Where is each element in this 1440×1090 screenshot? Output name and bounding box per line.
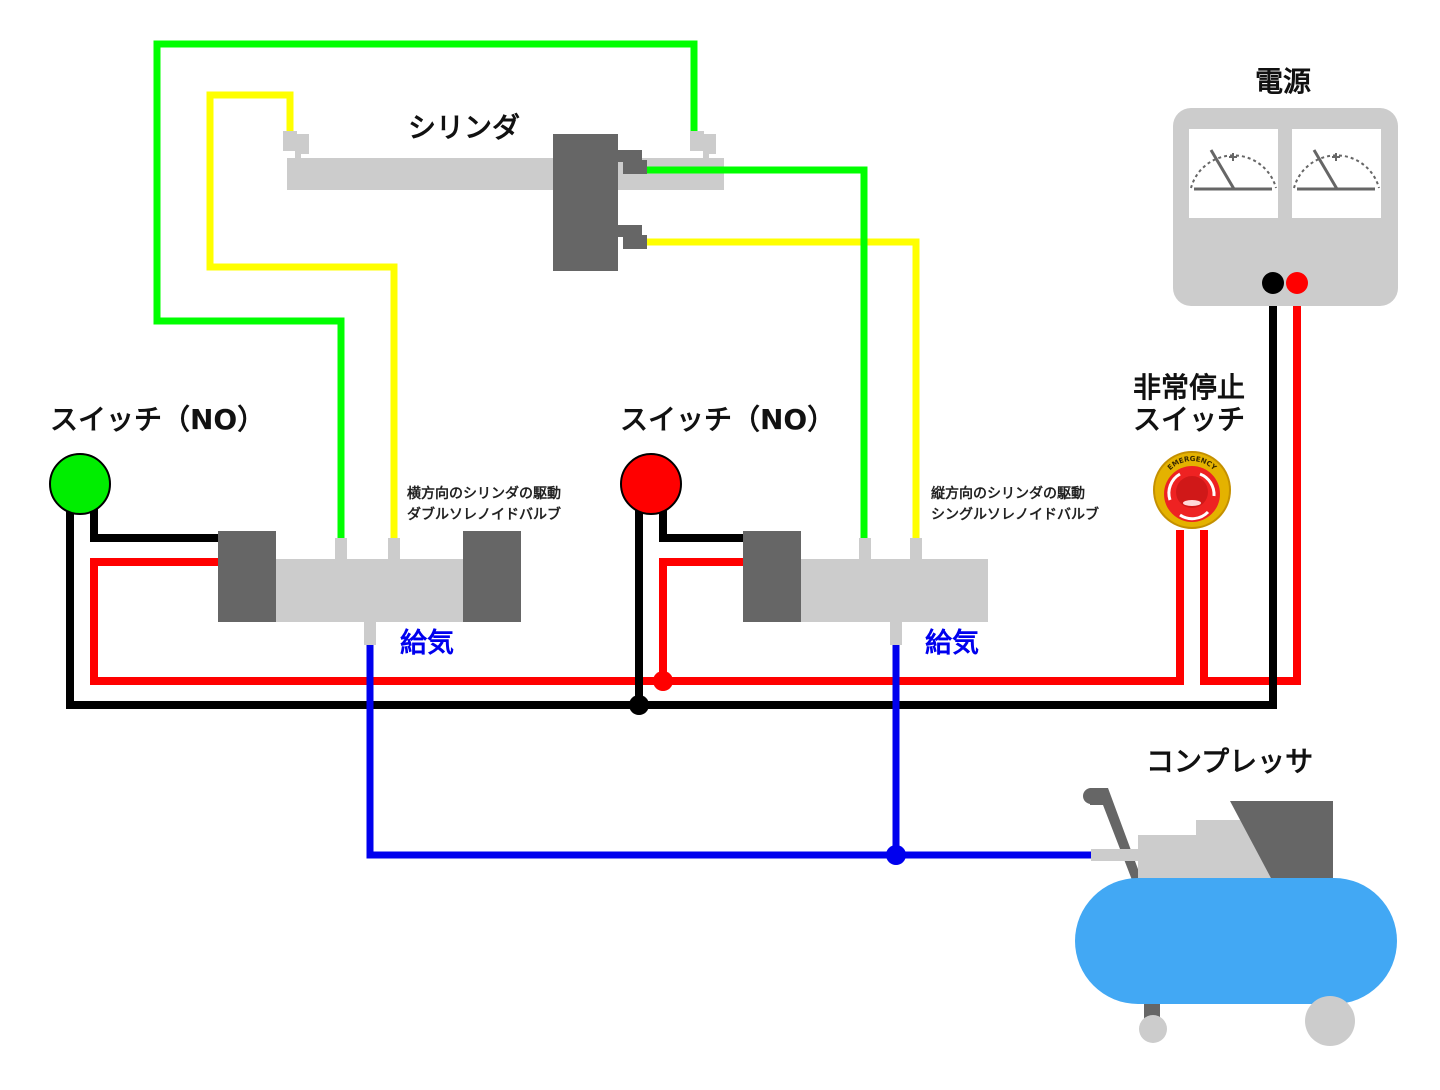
- compressor-large-wheel: [1305, 996, 1355, 1046]
- switch-left-button[interactable]: [49, 453, 111, 515]
- rotate-arrow-icon: [1167, 472, 1181, 501]
- valve-right-label: 縦方向のシリンダの駆動 シングルソレノイドバルブ: [931, 484, 1099, 526]
- solenoid-left-b[interactable]: [463, 531, 521, 622]
- compressor-motor-cover: [1230, 801, 1333, 880]
- valve-right-port-green: [859, 538, 871, 559]
- rotate-arrow-icon: [1199, 472, 1216, 497]
- switch-left-label: スイッチ（NO）: [50, 403, 266, 436]
- yellow-tube-left: [206, 91, 398, 538]
- cylinder-barrel: [287, 158, 555, 190]
- blue-junction: [886, 845, 906, 865]
- black-wire-main: [66, 285, 1277, 709]
- power-supply-label: 電源: [1255, 65, 1312, 98]
- meter-left: [1189, 129, 1278, 218]
- solenoid-right[interactable]: [743, 531, 801, 622]
- compressor-label: コンプレッサ: [1146, 745, 1314, 778]
- emergency-stop-button[interactable]: EMERGENCY: [1153, 451, 1231, 529]
- cylinder-head-block: [553, 134, 618, 271]
- yellow-tubes: [206, 91, 920, 538]
- valve-left-label-line2: ダブルソレノイドバルブ: [407, 507, 561, 523]
- valve-left-port-yellow: [388, 538, 400, 559]
- emergency-highlight: [1183, 500, 1201, 506]
- meter-right: [1292, 129, 1381, 218]
- valve-right: [743, 531, 988, 645]
- valve-left-port-air: [364, 622, 376, 645]
- wiring: [66, 285, 1301, 709]
- cylinder: [283, 131, 724, 271]
- green-tubes: [153, 40, 868, 538]
- valve-right-label-line2: シングルソレノイドバルブ: [931, 507, 1099, 523]
- compressor-outlet: [1091, 849, 1139, 861]
- emergency-cap-center: [1176, 476, 1208, 508]
- emergency-label-line2: スイッチ: [1133, 403, 1246, 437]
- compressor-handle-grip: [1083, 788, 1099, 804]
- cylinder-fitting-left: [283, 131, 309, 158]
- rotate-arrow-icon: [1179, 510, 1210, 521]
- emergency-label: 非常停止 スイッチ: [1133, 371, 1246, 437]
- valve-left: [218, 531, 521, 645]
- compressor-handle: [1090, 788, 1142, 880]
- red-wire-right-switch: [659, 558, 743, 681]
- emergency-label-line1: 非常停止: [1133, 371, 1246, 404]
- red-wire-power: [1200, 285, 1301, 685]
- green-tube-right: [647, 166, 868, 538]
- valve-right-body: [800, 559, 988, 622]
- cylinder-label: シリンダ: [408, 111, 521, 144]
- yellow-tube-right: [647, 238, 920, 538]
- air-supply-right-label: 給気: [925, 628, 979, 659]
- compressor-motor: [1138, 820, 1280, 880]
- green-tube-left: [153, 40, 698, 538]
- cylinder-fitting-right: [690, 131, 716, 158]
- compressor-tank: [1075, 878, 1397, 1004]
- solenoid-left-a[interactable]: [218, 531, 276, 622]
- red-wire-left-loop: [90, 530, 1184, 685]
- compressor: [1075, 788, 1397, 1046]
- terminal-positive[interactable]: [1286, 272, 1308, 294]
- black-junction: [629, 695, 649, 715]
- compressor-small-wheel: [1139, 1015, 1167, 1043]
- meter-needle: [1312, 149, 1339, 190]
- valve-right-label-line1: 縦方向のシリンダの駆動: [931, 486, 1085, 502]
- blue-air-tubes: [366, 645, 1095, 859]
- switch-right-label: スイッチ（NO）: [620, 403, 836, 436]
- black-wire-right-switch: [659, 500, 743, 542]
- valve-right-port-yellow: [910, 538, 922, 559]
- terminal-negative[interactable]: [1262, 272, 1284, 294]
- black-wire-left-switch: [90, 500, 218, 542]
- meter-needle: [1209, 149, 1236, 190]
- valve-left-label: 横方向のシリンダの駆動 ダブルソレノイドバルブ: [407, 484, 561, 526]
- valve-left-port-green: [335, 538, 347, 559]
- cylinder-side-fitting-lower: [618, 225, 647, 249]
- valve-right-port-air: [890, 622, 902, 645]
- switch-right-button[interactable]: [620, 453, 682, 515]
- air-supply-left-label: 給気: [400, 628, 454, 659]
- power-supply: [1173, 108, 1398, 306]
- valve-left-body: [275, 559, 463, 622]
- blue-tube-main: [366, 645, 1095, 859]
- valve-left-label-line1: 横方向のシリンダの駆動: [407, 486, 561, 502]
- red-junction: [653, 671, 673, 691]
- cylinder-side-fitting-upper: [618, 150, 647, 174]
